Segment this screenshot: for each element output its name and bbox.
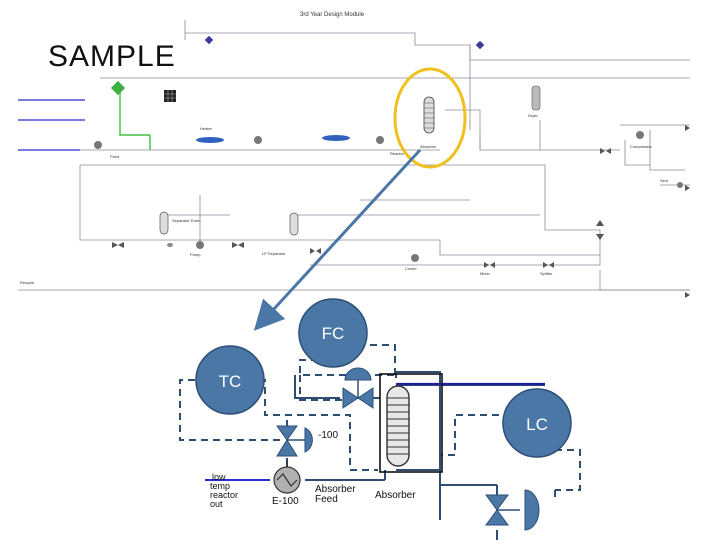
dryer-small-label: Dryer [528,113,538,118]
tc-controller: TC [195,345,265,415]
heater-small-label: Heater [200,126,213,131]
pump-small-icon [196,241,204,249]
compressor-small-label: Compressor [630,144,652,149]
tc-control-valve [276,425,313,457]
heater-icon [196,137,224,143]
separator-small-label: Separator Drum [172,218,201,223]
heater2-icon [322,135,350,141]
lc-control-valve [485,489,540,531]
recycle-line [119,90,150,136]
adjust-icon [204,35,214,45]
splitter-small-label: Splitter [540,271,553,276]
cooler2-small-icon [376,136,384,144]
set-icon [475,40,485,50]
dryer-small-icon [531,85,541,111]
fc-control-valve [342,367,374,409]
cooler3-small-icon [411,254,419,262]
separator-vessel-icon [159,211,169,235]
fc-label: FC [322,324,345,343]
vent-small-icon [677,182,683,188]
cooler-small-icon [254,136,262,144]
fc-controller: FC [298,298,368,368]
absorber-small-icon [423,96,435,134]
cooler-small-label: Cooler [405,266,417,271]
flowsheet-equipment [94,35,690,298]
absorber-small-label: Absorber [420,144,437,149]
module-title: 3rd Year Design Module [300,12,365,18]
highlight-ellipse [393,67,467,169]
flowsheet-tiny-labels: Absorber Dryer Separator Drum Compressor… [20,113,669,285]
pump-small-label: Pump [190,252,201,257]
feed-small-label: Feed [110,154,119,159]
vent-small-label: Vent [660,178,669,183]
reactor-small-label: Reactor [390,151,405,156]
absorber-box [379,373,443,473]
valve-tag: -100 [318,430,338,441]
compressor-small-icon [636,131,644,139]
mixer-small-label: Mixer [480,271,490,276]
recycle-small-label: Recycle [20,280,35,285]
lc-controller: LC [502,388,572,458]
zoom-arrow [253,148,422,331]
absorber-label: Absorber [375,490,416,501]
heat-exchanger-icon [273,460,301,494]
lc-label: LC [526,415,548,434]
exchanger-tag: E-100 [272,496,299,507]
exchanger-small-icon [94,141,102,149]
flash-small-label: LP Separator [262,251,286,256]
sample-watermark: SAMPLE [48,40,176,73]
separator2-vessel-icon [289,212,299,236]
tc-label: TC [219,372,242,391]
spreadsheet-icon [164,90,176,102]
logic-diamond-icon [110,80,126,96]
